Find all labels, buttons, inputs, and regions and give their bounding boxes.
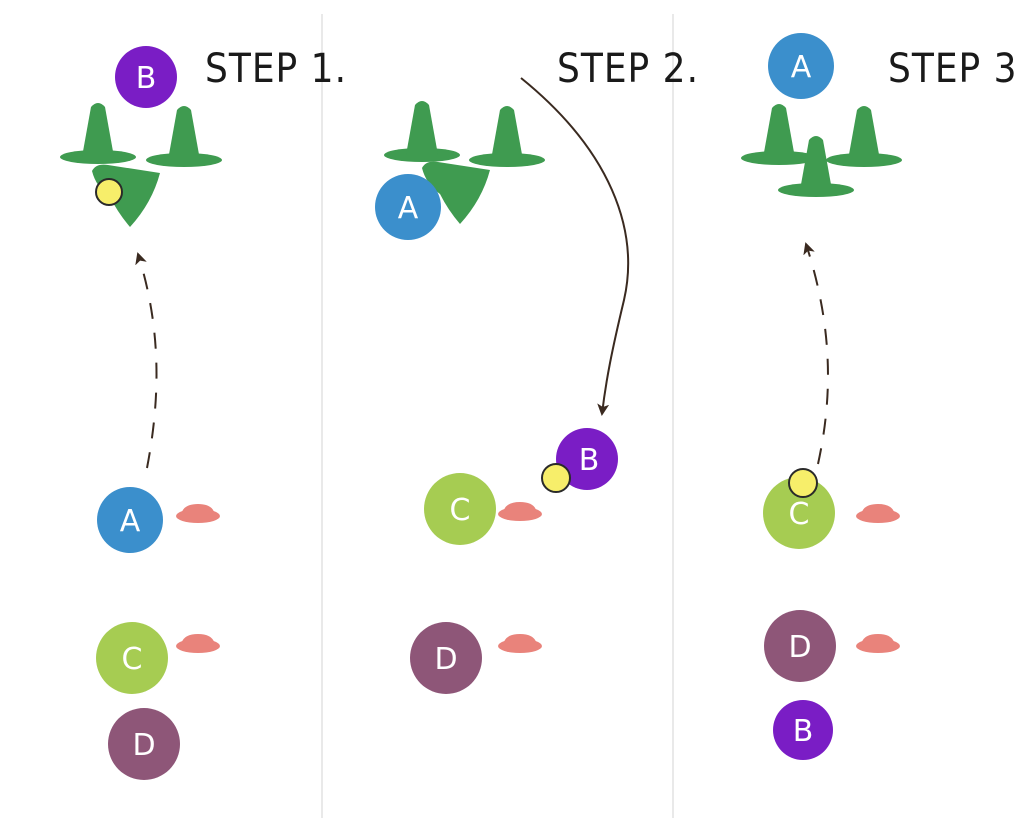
svg-text:A: A xyxy=(120,504,141,539)
svg-text:C: C xyxy=(122,642,143,677)
player-d: D xyxy=(108,708,180,780)
cone xyxy=(384,101,460,162)
player-c: C xyxy=(763,477,835,549)
svg-text:B: B xyxy=(793,714,814,749)
marker-disc xyxy=(176,634,220,653)
player-c: C xyxy=(96,622,168,694)
svg-text:A: A xyxy=(791,50,812,85)
svg-text:C: C xyxy=(789,497,810,532)
svg-text:D: D xyxy=(434,642,457,677)
run-arrow xyxy=(803,242,829,465)
marker-disc xyxy=(498,634,542,653)
player-a: A xyxy=(97,487,163,553)
svg-text:D: D xyxy=(132,728,155,763)
marker-disc xyxy=(176,504,220,523)
cone xyxy=(469,106,545,167)
run-arrow xyxy=(135,252,158,469)
step-3-cones xyxy=(741,104,902,197)
ball xyxy=(788,468,818,498)
step-3-title: STEP 3. xyxy=(888,46,1020,92)
player-d: D xyxy=(410,622,482,694)
svg-text:D: D xyxy=(788,630,811,665)
svg-text:A: A xyxy=(398,191,419,226)
cone xyxy=(826,106,902,167)
step-1-cones xyxy=(60,103,222,227)
cone xyxy=(60,103,136,164)
ball xyxy=(541,463,571,493)
cone xyxy=(741,104,817,165)
marker-disc xyxy=(856,634,900,653)
marker-disc xyxy=(856,504,900,523)
player-b: B xyxy=(773,700,833,760)
svg-text:B: B xyxy=(579,443,600,478)
player-b: B xyxy=(556,428,618,490)
player-c: C xyxy=(424,473,496,545)
player-a: A xyxy=(375,174,441,240)
player-a: A xyxy=(768,33,834,99)
svg-text:B: B xyxy=(136,61,157,96)
run-arrow xyxy=(520,77,630,416)
player-b: B xyxy=(115,46,177,108)
svg-text:C: C xyxy=(450,493,471,528)
step-1-title: STEP 1. xyxy=(205,46,347,92)
cone xyxy=(146,106,222,167)
marker-disc xyxy=(498,502,542,521)
player-d: D xyxy=(764,610,836,682)
step-2-title: STEP 2. xyxy=(557,46,699,92)
ball xyxy=(95,178,123,206)
